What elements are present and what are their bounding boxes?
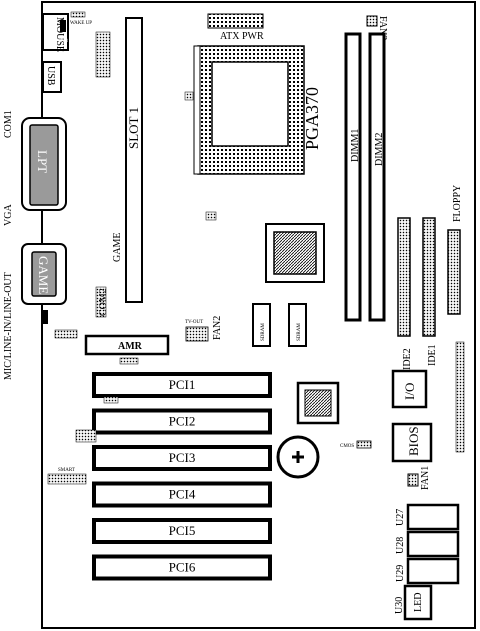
pga370-socket: PGA370	[193, 45, 322, 175]
svg-text:SDRAM: SDRAM	[261, 323, 266, 341]
pci-slot-5: PCI5	[92, 518, 272, 544]
cmos-jumper: CMOS	[340, 440, 372, 449]
u30-label: U30	[394, 597, 405, 614]
pci-slot-label: PCI1	[169, 377, 196, 392]
svg-text:FAN1: FAN1	[420, 466, 431, 490]
com1-label: COM1	[3, 110, 14, 138]
pci-slot-label: PCI3	[169, 450, 196, 465]
amr-slot: AMR	[84, 334, 170, 356]
wake-up-header: WAKE UP	[70, 11, 92, 26]
svg-text:SDRAM: SDRAM	[297, 323, 302, 341]
svg-text:BIOS: BIOS	[406, 426, 421, 456]
svg-text:FAN3: FAN3	[377, 16, 388, 40]
ps2-ports: MOUSE	[42, 13, 69, 52]
pci-slot-label: PCI2	[169, 414, 196, 429]
game-label: GAME	[112, 233, 123, 262]
svg-text:SMART: SMART	[58, 468, 75, 473]
small-header-3	[119, 357, 139, 365]
pci-slot-4: PCI4	[92, 481, 272, 508]
bios-chip: BIOS	[391, 422, 433, 463]
pci-slot-label: PCI4	[169, 487, 196, 502]
led-chip: LED	[403, 584, 433, 621]
small-header-2	[205, 211, 217, 221]
com2-label: COM2	[98, 288, 109, 316]
pci-slot-1: PCI1	[92, 372, 272, 398]
pci-slot-6: PCI6	[92, 554, 272, 581]
svg-text:U27: U27	[395, 509, 406, 526]
u29-chip: U29	[395, 557, 460, 585]
small-jumper-cpu	[184, 91, 194, 101]
ide2: IDE2	[397, 217, 413, 370]
south-bridge	[296, 381, 340, 425]
svg-text:U28: U28	[395, 537, 406, 554]
svg-text:IDE2: IDE2	[402, 348, 413, 370]
mouse-kb-label: MOUSE	[54, 17, 65, 52]
pci-slot-label: PCI5	[169, 523, 196, 538]
svg-text:I/O: I/O	[402, 383, 417, 400]
u27-chip: U27	[395, 503, 460, 531]
io-chip: I/O	[391, 369, 428, 409]
sdram-chip-1: SDRAM	[252, 303, 271, 347]
svg-text:CMOS: CMOS	[340, 444, 354, 449]
svg-text:AMR: AMR	[118, 341, 143, 352]
jumper-block-1	[95, 31, 111, 78]
ide1: IDE1	[422, 217, 438, 366]
svg-text:DIMM2: DIMM2	[374, 133, 385, 166]
fan1: FAN1	[407, 466, 431, 490]
svg-text:LED: LED	[413, 593, 424, 612]
svg-text:ATX PWR: ATX PWR	[220, 31, 264, 42]
svg-text:PGA370: PGA370	[302, 87, 322, 150]
jumper-block-2	[95, 286, 107, 318]
usb-port: USB	[42, 61, 62, 93]
vga-label: VGA	[3, 204, 14, 226]
wake-up-label: WAKE UP	[70, 21, 92, 26]
lpt-port: LPT	[21, 117, 67, 211]
kb-label: KB	[61, 39, 69, 44]
floppy: FLOPPY	[447, 185, 463, 315]
front-panel-header	[455, 341, 465, 453]
dimm1: DIMM1	[344, 32, 362, 322]
svg-text:GAME: GAME	[36, 256, 51, 294]
fan2-label: FAN2	[212, 316, 223, 340]
atx-power: ATX PWR	[207, 13, 264, 42]
svg-text:FLOPPY: FLOPPY	[452, 185, 463, 222]
svg-text:LPT: LPT	[35, 150, 50, 173]
sdram-chip-2: SDRAM	[288, 303, 307, 347]
pci-slot-3: PCI3	[92, 445, 272, 471]
svg-text:DIMM1: DIMM1	[350, 129, 361, 162]
svg-text:U29: U29	[395, 565, 406, 582]
u28-chip: U28	[395, 530, 460, 558]
svg-text:IDE1: IDE1	[427, 344, 438, 366]
mic-line-label: MIC/LINE-IN/LINE-OUT	[3, 272, 14, 380]
ir-header	[75, 429, 97, 443]
svg-text:SLOT 1: SLOT 1	[126, 107, 141, 149]
game-port: GAME	[21, 243, 67, 305]
pci-slot-2: PCI2	[92, 408, 272, 435]
fan3: FAN3	[366, 15, 388, 40]
svg-text:TV-OUT: TV-OUT	[185, 320, 203, 325]
audio-jacks	[42, 310, 48, 324]
battery	[276, 435, 320, 479]
tv-out: TV-OUT	[185, 320, 209, 342]
pci-slot-label: PCI6	[169, 560, 196, 575]
smart-header: SMART	[47, 468, 87, 485]
north-bridge	[265, 223, 325, 283]
dimm2: DIMM2	[368, 32, 386, 322]
svg-text:USB: USB	[45, 66, 56, 86]
small-header-1	[54, 329, 78, 339]
slot1: SLOT 1	[125, 17, 143, 303]
small-header-4	[103, 396, 119, 404]
